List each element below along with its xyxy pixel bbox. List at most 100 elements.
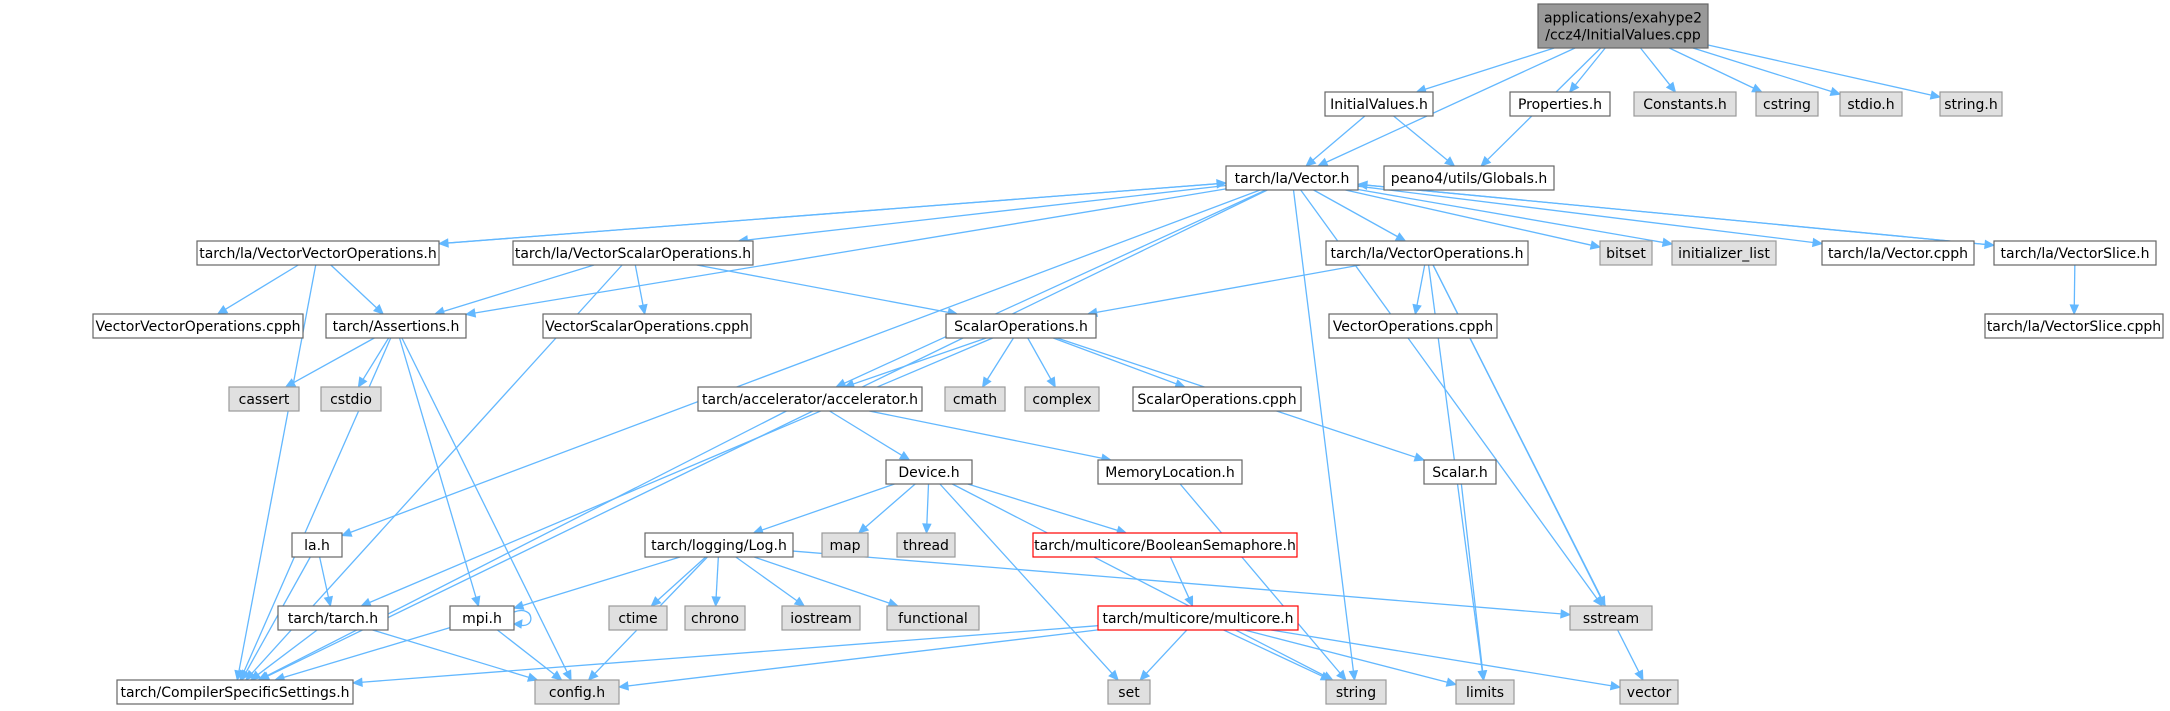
edge-arrowhead [1184,595,1194,608]
edge-boolsem_h-to-multicore_h [1169,556,1194,608]
node-cassert[interactable]: cassert [228,386,300,412]
node-label: tarch/accelerator/accelerator.h [702,392,918,408]
edge-arrowhead [1609,680,1622,691]
edge-arrowhead [471,595,481,608]
node-tarch-tarch-h[interactable]: tarch/tarch.h [277,605,389,631]
node-cstdio[interactable]: cstdio [320,386,382,412]
node-box [1984,313,2164,339]
node-label: tarch/la/VectorSlice.h [2001,246,2150,262]
node-scalar-h[interactable]: Scalar.h [1423,459,1497,485]
edge-line [401,337,568,673]
node-label: la.h [304,538,330,554]
node-la-h[interactable]: la.h [291,532,343,558]
edge-tarch_h-to-config_h [372,629,539,682]
edge-line [318,556,330,598]
node-vectorscalaroperations-cpph[interactable]: VectorScalarOperations.cpph [542,313,752,339]
node-tarch-multicore-multicore-h[interactable]: tarch/multicore/multicore.h [1097,605,1299,631]
node-label: bitset [1606,246,1646,262]
node-label: VectorVectorOperations.cpph [96,319,301,335]
node-constants-h[interactable]: Constants.h [1633,91,1737,117]
node-initializer-list[interactable]: initializer_list [1671,240,1777,266]
node-tarch-la-vectoroperations-h[interactable]: tarch/la/VectorOperations.h [1325,240,1529,266]
node-box [1383,165,1555,191]
node-cstring[interactable]: cstring [1755,91,1819,117]
node-map[interactable]: map [821,532,869,558]
node-label: Constants.h [1643,97,1727,113]
node-box [1107,679,1151,705]
node-tarch-la-vectorslice-cpph[interactable]: tarch/la/VectorSlice.cpph [1984,313,2164,339]
edge-initialvalues_h-to-globals_h [1393,115,1456,167]
node-initialvalues-h[interactable]: InitialValues.h [1324,91,1434,117]
node-peano4-utils-globals-h[interactable]: peano4/utils/Globals.h [1383,165,1555,191]
edge-device_h-to-map [857,483,916,534]
node-label: tarch/multicore/multicore.h [1102,611,1293,627]
node-vectorvectoroperations-cpph[interactable]: VectorVectorOperations.cpph [92,313,304,339]
node-label: Scalar.h [1432,465,1487,481]
node-mpi-h[interactable]: mpi.h [449,605,515,631]
node-tarch-la-vector-h[interactable]: tarch/la/Vector.h [1225,165,1359,191]
node-scalaroperations-cpph[interactable]: ScalarOperations.cpph [1132,386,1302,412]
node-tarch-la-vectorscalaroperations-h[interactable]: tarch/la/VectorScalarOperations.h [512,240,754,266]
edge-mpi_h-to-compiler_h [273,626,451,682]
node-box [1537,3,1709,49]
edge-line [844,189,1267,384]
node-memorylocation-h[interactable]: MemoryLocation.h [1097,459,1243,485]
node-tarch-accelerator-accelerator-h[interactable]: tarch/accelerator/accelerator.h [697,386,923,412]
node-label: tarch/Assertions.h [333,319,460,335]
edge-arrowhead [1661,237,1674,248]
node-bitset[interactable]: bitset [1599,240,1653,266]
node-vector[interactable]: vector [1619,679,1679,705]
node-box [325,313,467,339]
node-cmath[interactable]: cmath [944,386,1006,412]
node-iostream[interactable]: iostream [781,605,861,631]
node-tarch-la-vector-cpph[interactable]: tarch/la/Vector.cpph [1821,240,1975,266]
edge-line [225,264,299,310]
node-stdio-h[interactable]: stdio.h [1839,91,1903,117]
node-box [512,240,754,266]
edge-arrowhead [1480,155,1492,167]
edge-vector_h-to-string [1292,189,1359,682]
node-tarch-logging-log-h[interactable]: tarch/logging/Log.h [644,532,794,558]
node-tarch-assertions-h[interactable]: tarch/Assertions.h [325,313,467,339]
node-box [1569,605,1653,631]
edge-vso_h-to-assertions_h [433,264,595,316]
node-box [542,313,752,339]
node-tarch-multicore-booleansemaphore-h[interactable]: tarch/multicore/BooleanSemaphore.h [1032,532,1298,558]
node-label: tarch/CompilerSpecificSettings.h [120,685,349,701]
node-sstream[interactable]: sstream [1569,605,1653,631]
edge-tarch_h-to-compiler_h [249,629,318,681]
node-set[interactable]: set [1107,679,1151,705]
node-tarch-compilerspecificsettings-h[interactable]: tarch/CompilerSpecificSettings.h [116,679,354,705]
node-box [945,313,1097,339]
node-config-h[interactable]: config.h [534,679,620,705]
node-tarch-la-vectorslice-h[interactable]: tarch/la/VectorSlice.h [1993,240,2157,266]
node-ctime[interactable]: ctime [608,605,668,631]
node-device-h[interactable]: Device.h [885,459,973,485]
edge-log_h-to-functional [753,556,899,608]
node-limits[interactable]: limits [1455,679,1515,705]
edge-line [1052,337,1177,385]
edge-arrowhead [1811,237,1824,248]
node-scalaroperations-h[interactable]: ScalarOperations.h [945,313,1097,339]
node-string[interactable]: string [1325,679,1387,705]
node-box [821,532,869,558]
edge-line [1096,264,1361,314]
node-label: tarch/la/VectorScalarOperations.h [515,246,751,262]
node-tarch-la-vectorvectoroperations-h[interactable]: tarch/la/VectorVectorOperations.h [196,240,440,266]
node-box [608,605,668,631]
node-string-h[interactable]: string.h [1939,91,2003,117]
node-functional[interactable]: functional [886,605,980,631]
node-label: peano4/utils/Globals.h [1391,171,1548,187]
edge-arrowhead [512,619,523,629]
edge-arrowhead [1216,179,1228,189]
node-vectoroperations-cpph[interactable]: VectorOperations.cpph [1328,313,1498,339]
node-chrono[interactable]: chrono [684,605,746,631]
edge-arrowhead [1589,240,1602,250]
edge-line [1416,264,1426,306]
node-applications-exahype2-ccz4-initialvalues-cpp[interactable]: applications/exahype2/ccz4/InitialValues… [1537,3,1709,49]
node-box [944,386,1006,412]
node-thread[interactable]: thread [896,532,956,558]
node-complex[interactable]: complex [1024,386,1100,412]
node-label: functional [898,611,968,627]
node-properties-h[interactable]: Properties.h [1509,91,1611,117]
